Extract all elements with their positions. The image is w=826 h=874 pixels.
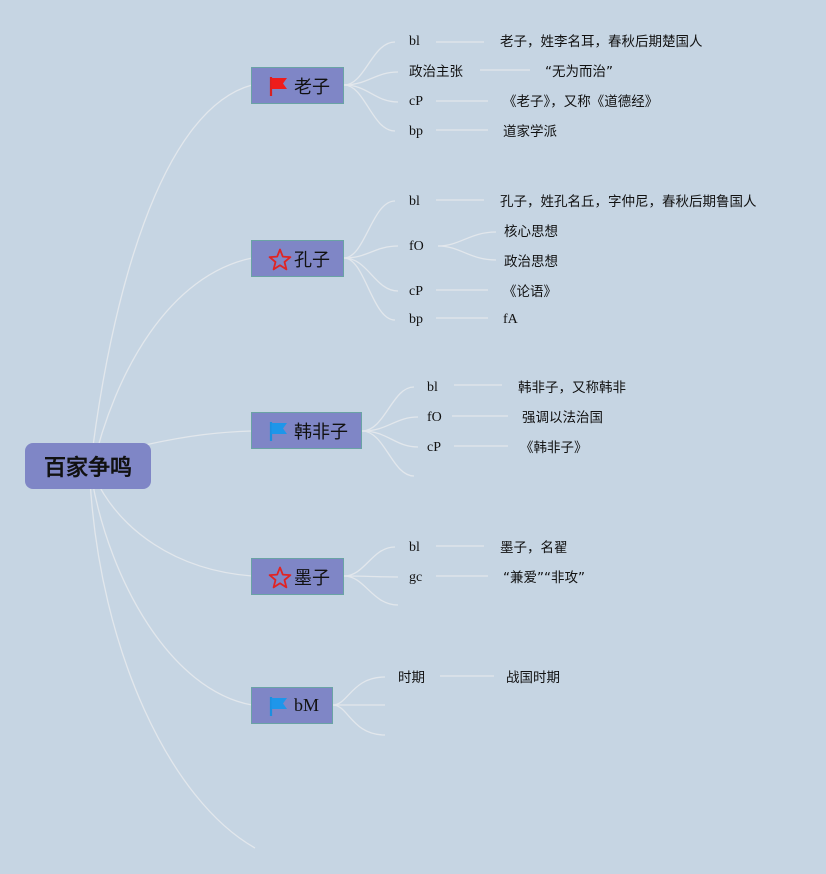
topic-kongzi[interactable]: 孔子 <box>251 240 344 277</box>
item-value: 政治思想 <box>504 254 558 270</box>
item-value: 《论语》 <box>503 284 557 300</box>
link-root-extra <box>89 479 256 849</box>
item-key: cP <box>427 440 441 455</box>
link-root-bm <box>91 479 253 706</box>
item-value: fA <box>503 312 518 327</box>
item-value: “无为而治” <box>545 64 613 80</box>
item-value: 韩非子，又称韩非 <box>518 380 626 396</box>
topic-label: 墨子 <box>294 567 330 589</box>
item-key: cP <box>409 94 423 109</box>
red-flag-icon <box>268 75 290 97</box>
item-key: gc <box>409 570 423 585</box>
item-key: bp <box>409 312 423 327</box>
item-key: cP <box>409 284 423 299</box>
link-root-kongzi <box>91 257 253 471</box>
item-key: bl <box>427 380 438 395</box>
blue-flag-icon <box>268 695 290 717</box>
topic-mozi[interactable]: 墨子 <box>251 558 344 595</box>
item-value: 老子，姓李名耳，春秋后期楚国人 <box>500 34 703 50</box>
item-key: bl <box>409 34 420 49</box>
topic-label: 老子 <box>294 76 330 98</box>
connector-lines <box>89 41 530 849</box>
item-value: 强调以法治国 <box>522 410 603 426</box>
item-key: bl <box>409 194 420 209</box>
item-value: 《老子》，又称《道德经》 <box>503 94 659 110</box>
topic-hanfeizi[interactable]: 韩非子 <box>251 412 362 449</box>
topic-label: 孔子 <box>294 249 330 271</box>
item-key: bl <box>409 540 420 555</box>
item-key: fO <box>427 410 442 425</box>
blue-flag-icon <box>268 420 290 442</box>
topic-label: bM <box>294 695 320 715</box>
item-value: 孔子，姓孔名丘，字仲尼，春秋后期鲁国人 <box>500 194 757 210</box>
link-root-mozi <box>94 477 253 577</box>
item-value: 《韩非子》 <box>520 440 588 456</box>
item-value: 道家学派 <box>503 124 557 140</box>
item-value: 战国时期 <box>506 670 560 686</box>
topic-label: 韩非子 <box>294 421 348 443</box>
item-key: bp <box>409 124 423 139</box>
topic-laozi[interactable]: 老子 <box>251 67 344 104</box>
root-topic[interactable]: 百家争鸣 <box>25 443 151 489</box>
item-value: 核心思想 <box>504 224 558 240</box>
red-star-icon <box>268 248 292 270</box>
item-value: “兼爱”“非攻” <box>503 570 585 586</box>
item-value: 墨子，名翟 <box>500 540 568 556</box>
item-key: 时期 <box>398 670 425 686</box>
item-key: 政治主张 <box>409 64 463 80</box>
topic-bm[interactable]: bM <box>251 687 333 724</box>
red-star-icon <box>268 566 292 588</box>
link-root-hanfeizi <box>144 430 253 446</box>
item-key: fO <box>409 239 424 254</box>
link-root-laozi <box>89 84 253 471</box>
